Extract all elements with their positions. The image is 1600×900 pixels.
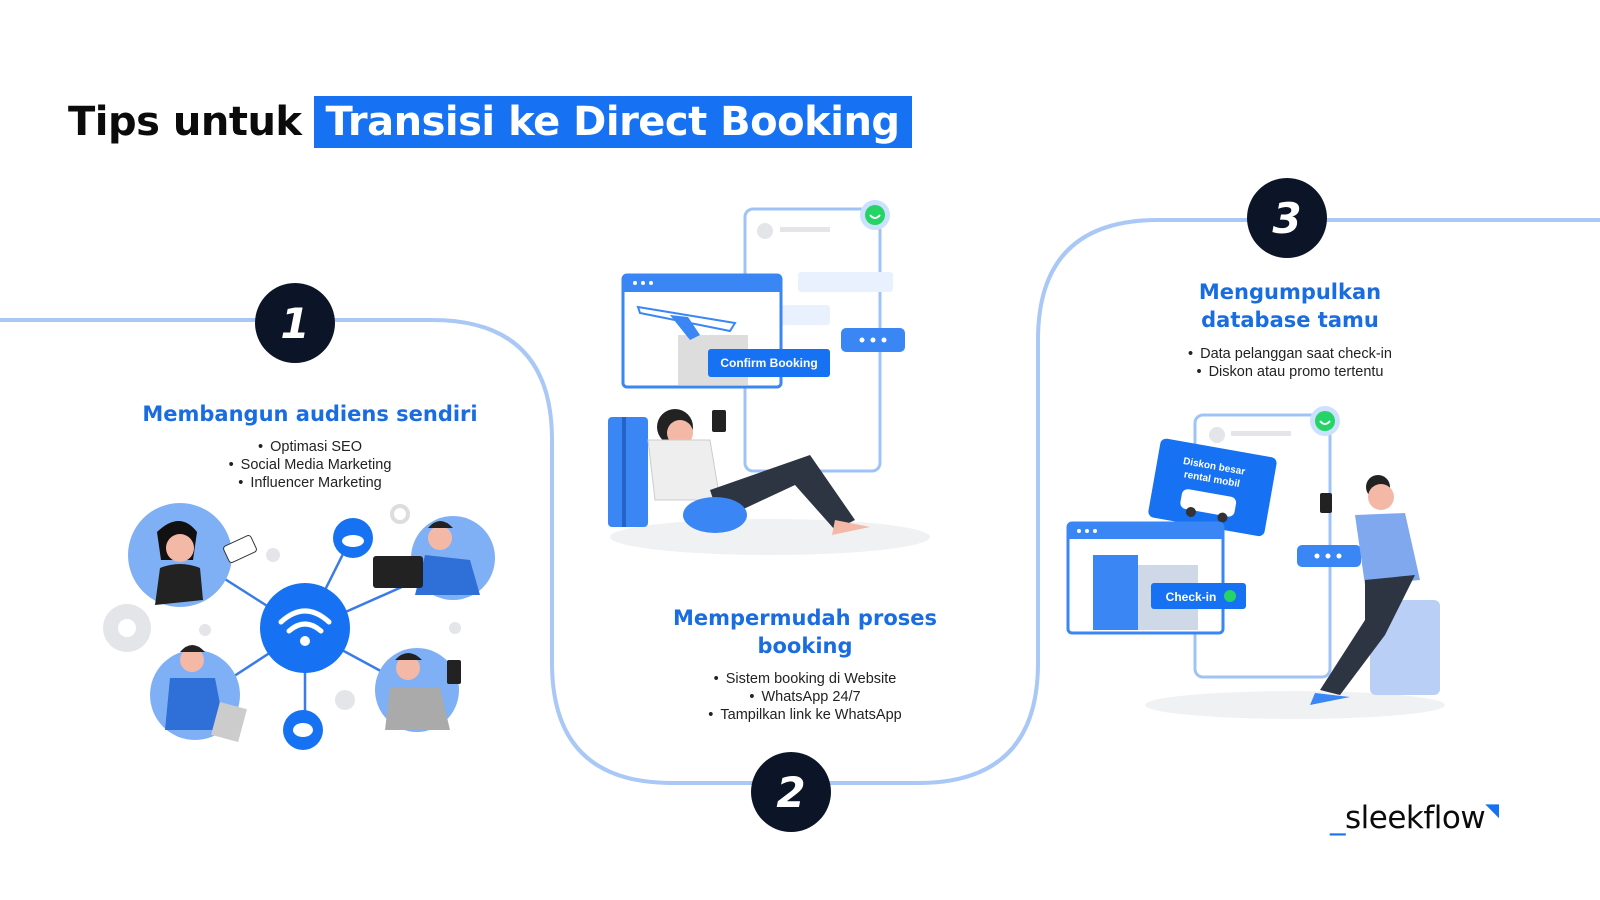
phone-icon (1320, 493, 1332, 513)
suitcase (608, 417, 648, 527)
person-avatar-3 (150, 645, 247, 743)
step-3-title-line2: database tamu (1201, 308, 1379, 332)
step-1-badge: 1 (255, 283, 335, 363)
list-item: Influencer Marketing (160, 474, 460, 492)
step-2-title-line1: Mempermudah proses (672, 606, 937, 630)
person-avatar-1 (128, 503, 257, 607)
list-item: WhatsApp 24/7 (655, 688, 955, 706)
wifi-icon (278, 608, 332, 646)
step-3-badge: 3 (1247, 178, 1327, 258)
title-highlight: Transisi ke Direct Booking (313, 96, 912, 148)
confirm-booking-button (708, 349, 830, 377)
list-item: Tampilkan link ke WhatsApp (655, 706, 955, 724)
whatsapp-icon (1315, 411, 1335, 431)
whatsapp-icon (865, 205, 885, 225)
check-icon (1224, 590, 1236, 602)
bag (683, 497, 747, 533)
page-title: Tips untuk Transisi ke Direct Booking (68, 96, 912, 148)
step-3-title: Mengumpulkan database tamu (1140, 278, 1440, 334)
audience-network-illustration (103, 503, 495, 750)
step-2-badge: 2 (751, 752, 831, 832)
checkin-label: Check-in (1166, 590, 1217, 604)
hotel-building (1093, 555, 1138, 630)
laptop-icon (373, 556, 423, 588)
step-1-bullets: Optimasi SEO Social Media Marketing Infl… (160, 438, 460, 492)
logo-text: sleekflow (1345, 800, 1486, 836)
title-plain: Tips untuk (68, 99, 302, 145)
list-item: Optimasi SEO (160, 438, 460, 456)
discount-coupon: Diskon besar rental mobil (1148, 438, 1277, 537)
step-2-bullets: Sistem booking di Website WhatsApp 24/7 … (655, 670, 955, 724)
checkin-illustration: Diskon besar rental mobil Check-in (1066, 406, 1445, 719)
confirm-booking-label: Confirm Booking (720, 356, 817, 370)
list-item: Social Media Marketing (160, 456, 460, 474)
wifi-hub (260, 583, 350, 673)
sleekflow-logo: _sleekflow◥ (1330, 800, 1499, 836)
step-3-title-line1: Mengumpulkan (1198, 280, 1382, 304)
booking-illustration: Confirm Booking (608, 200, 930, 555)
person-avatar-4 (375, 648, 461, 732)
airplane-icon (636, 305, 737, 340)
step-3-bullets: Data pelanggan saat check-in Diskon atau… (1140, 345, 1440, 381)
checkin-button (1151, 583, 1246, 609)
list-item: Sistem booking di Website (655, 670, 955, 688)
list-item: Data pelanggan saat check-in (1140, 345, 1440, 363)
step-2-title-line2: booking (757, 634, 853, 658)
list-item: Diskon atau promo tertentu (1140, 363, 1440, 381)
step-2-title: Mempermudah proses booking (640, 604, 970, 660)
phone-icon (712, 410, 726, 432)
person-avatar-2 (373, 516, 495, 600)
gear-icon (103, 604, 151, 652)
small-gear-icon (390, 504, 410, 524)
step-1-title: Membangun audiens sendiri (142, 402, 478, 426)
